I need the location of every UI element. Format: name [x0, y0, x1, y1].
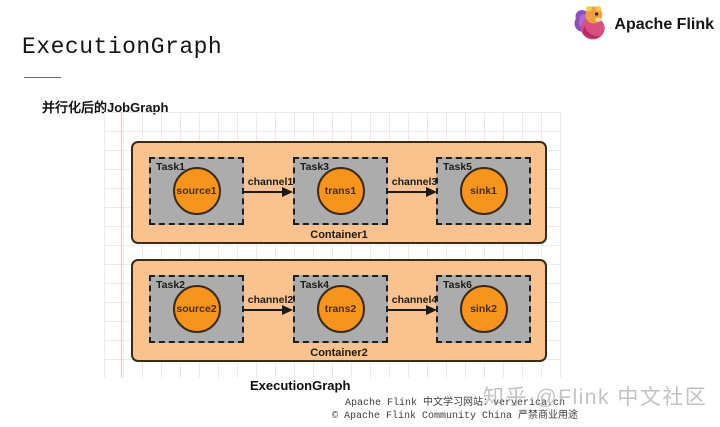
channel-connector: channel1: [244, 176, 293, 206]
container-label: Container2: [310, 347, 368, 359]
source-node: source1: [172, 167, 221, 215]
task-box-5: Task5 sink1: [436, 157, 531, 225]
footer-credits: Apache Flink 中文学习网站：ververica.cn © Apach…: [275, 397, 635, 423]
apache-flink-logo: Apache Flink: [573, 4, 714, 46]
task-label: Task5: [443, 161, 472, 173]
arrow-head-icon: [426, 187, 437, 197]
task-box-4: Task4 trans2: [293, 275, 388, 343]
arrow-line: [244, 309, 283, 311]
arrow-line: [244, 191, 283, 193]
channel-label: channel3: [391, 176, 438, 188]
arrow-head-icon: [426, 305, 437, 315]
container-1: Task1 source1 channel1 Task3 trans1 chan…: [131, 141, 547, 244]
task-label: Task6: [443, 279, 472, 291]
node-label: trans2: [324, 303, 357, 315]
page-title: ExecutionGraph: [22, 34, 223, 60]
sink-node: sink2: [459, 285, 508, 333]
sink-node: sink1: [459, 167, 508, 215]
task-box-1: Task1 source1: [149, 157, 244, 225]
transform-node: trans2: [316, 285, 365, 333]
task-label: Task2: [156, 279, 185, 291]
task-label: Task4: [300, 279, 329, 291]
transform-node: trans1: [316, 167, 365, 215]
node-label: sink1: [470, 185, 497, 197]
arrow-head-icon: [282, 187, 293, 197]
task-label: Task3: [300, 161, 329, 173]
arrow-line: [388, 309, 427, 311]
arrow-line: [388, 191, 427, 193]
task-box-2: Task2 source2: [149, 275, 244, 343]
task-box-6: Task6 sink2: [436, 275, 531, 343]
diagram-caption: ExecutionGraph: [250, 378, 351, 393]
channel-label: channel2: [247, 294, 294, 306]
flink-squirrel-icon: [573, 4, 607, 46]
node-label: source1: [176, 185, 217, 197]
container-label: Container1: [310, 229, 368, 241]
node-label: source2: [176, 303, 217, 315]
channel-label: channel1: [247, 176, 294, 188]
channel-connector: channel4: [388, 294, 437, 324]
grid-margin-line: [121, 112, 122, 378]
task-box-3: Task3 trans1: [293, 157, 388, 225]
node-label: trans1: [324, 185, 357, 197]
arrow-head-icon: [282, 305, 293, 315]
source-node: source2: [172, 285, 221, 333]
title-underline: [24, 77, 61, 78]
task-label: Task1: [156, 161, 185, 173]
node-label: sink2: [470, 303, 497, 315]
channel-connector: channel3: [388, 176, 437, 206]
channel-label: channel4: [391, 294, 438, 306]
zhihu-watermark: 知乎 @Flink 中文社区: [483, 386, 708, 409]
channel-connector: channel2: [244, 294, 293, 324]
container-2: Task2 source2 channel2 Task4 trans2 chan…: [131, 259, 547, 362]
footer-line-1: Apache Flink 中文学习网站：ververica.cn: [344, 398, 566, 409]
slide-subtitle: 并行化后的JobGraph: [42, 100, 169, 115]
footer-line-2: © Apache Flink Community China 严禁商业用途: [331, 411, 579, 422]
logo-wordmark: Apache Flink: [614, 16, 714, 33]
